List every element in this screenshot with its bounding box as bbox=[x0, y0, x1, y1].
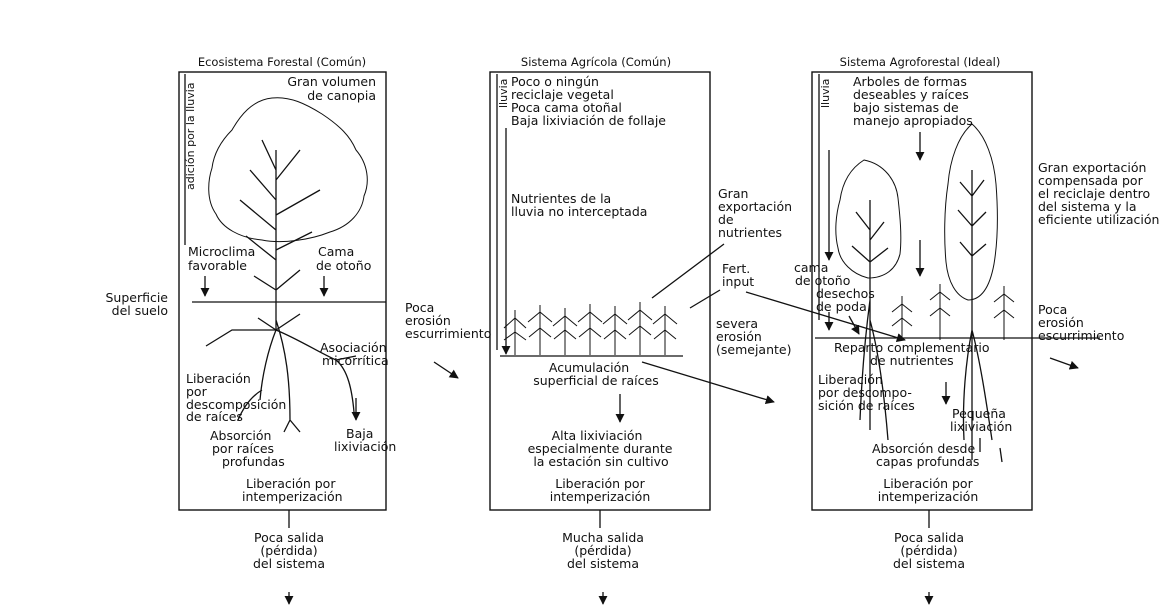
agri-title: Sistema Agrícola (Común) bbox=[521, 55, 671, 69]
svg-text:intemperización: intemperización bbox=[242, 489, 343, 504]
svg-text:eficiente utilización: eficiente utilización bbox=[1038, 212, 1159, 227]
agroforest-small-leaching-label: Pequeña lixiviación bbox=[950, 406, 1012, 434]
forest-weathering-label: Liberación por intemperización bbox=[242, 476, 343, 504]
agri-fert-pointer bbox=[690, 290, 720, 308]
agroforest-rain-label: lluvia bbox=[819, 79, 832, 108]
svg-text:escurrimiento: escurrimiento bbox=[405, 326, 491, 341]
svg-text:profundas: profundas bbox=[222, 454, 285, 469]
agroforest-root-release-label: Liberación por descompo- sición de raíce… bbox=[818, 372, 915, 413]
forest-leaching-label: Baja lixiviación bbox=[334, 426, 396, 454]
forest-canopy-label: Gran volumen de canopia bbox=[287, 74, 376, 103]
agroforest-output-label: Poca salida (pérdida) del sistema bbox=[893, 530, 965, 571]
agri-high-leaching-label: Alta lixiviación especialmente durante l… bbox=[528, 428, 673, 469]
agri-panel: Sistema Agrícola (Común) lluvia Poco o n… bbox=[490, 55, 792, 604]
agri-export-pointer bbox=[652, 244, 724, 298]
svg-text:lixiviación: lixiviación bbox=[950, 419, 1012, 434]
svg-text:la estación sin cultivo: la estación sin cultivo bbox=[533, 454, 668, 469]
forest-mycorrhiza-label: Asociación micorrítica bbox=[320, 340, 389, 368]
low-erosion-right-arrow bbox=[1050, 358, 1078, 368]
soil-surface-label: Superficie del suelo bbox=[105, 290, 168, 318]
forest-tree-trunk bbox=[240, 140, 320, 300]
svg-text:manejo apropiados: manejo apropiados bbox=[853, 113, 973, 128]
low-erosion-left-arrow bbox=[434, 362, 458, 378]
svg-text:micorrítica: micorrítica bbox=[322, 353, 389, 368]
forest-output-label: Poca salida (pérdida) del sistema bbox=[253, 530, 325, 571]
svg-text:capas profundas: capas profundas bbox=[876, 454, 979, 469]
agroforest-crops bbox=[892, 284, 1014, 340]
low-erosion-right-label: Poca erosión escurrimiento bbox=[1038, 302, 1124, 343]
svg-text:input: input bbox=[722, 274, 754, 289]
agri-rain-label: lluvia bbox=[497, 79, 510, 108]
svg-text:de nutrientes: de nutrientes bbox=[870, 353, 954, 368]
agroforest-litter-label: cama de otoño desechos de poda bbox=[794, 260, 875, 314]
svg-text:favorable: favorable bbox=[188, 258, 247, 273]
agri-severe-erosion-arrow bbox=[642, 362, 774, 402]
svg-text:de raíces: de raíces bbox=[186, 409, 243, 424]
agroforest-small-leaching-mark-2 bbox=[1000, 448, 1002, 462]
svg-text:lixiviación: lixiviación bbox=[334, 439, 396, 454]
svg-text:(semejante): (semejante) bbox=[716, 342, 791, 357]
low-erosion-left-label: Poca erosión escurrimiento bbox=[405, 300, 491, 341]
svg-text:intemperización: intemperización bbox=[878, 489, 979, 504]
svg-text:Gran volumen: Gran volumen bbox=[287, 74, 376, 89]
agri-fert-label: Fert. input bbox=[722, 261, 754, 289]
svg-text:del sistema: del sistema bbox=[253, 556, 325, 571]
agroforest-title: Sistema Agroforestal (Ideal) bbox=[840, 55, 1001, 69]
forest-litter-label: Cama de otoño bbox=[316, 244, 371, 273]
svg-text:intemperización: intemperización bbox=[550, 489, 651, 504]
agri-severe-erosion-label: severa erosión (semejante) bbox=[716, 316, 791, 357]
forest-panel: Ecosistema Forestal (Común) adición por … bbox=[179, 55, 396, 604]
svg-text:Cama: Cama bbox=[318, 244, 354, 259]
agroforest-deep-uptake-label: Absorción desde capas profundas bbox=[872, 441, 979, 469]
svg-text:escurrimiento: escurrimiento bbox=[1038, 328, 1124, 343]
svg-text:Baja lixiviación de follaje: Baja lixiviación de follaje bbox=[511, 113, 666, 128]
agri-crop-row bbox=[504, 302, 677, 355]
svg-text:de canopia: de canopia bbox=[307, 88, 376, 103]
agri-output-label: Mucha salida (pérdida) del sistema bbox=[562, 530, 644, 571]
svg-text:del sistema: del sistema bbox=[893, 556, 965, 571]
forest-tree-crown bbox=[209, 98, 368, 242]
agroforest-weathering-label: Liberación por intemperización bbox=[878, 476, 979, 504]
svg-text:del suelo: del suelo bbox=[112, 303, 168, 318]
svg-text:de poda: de poda bbox=[816, 299, 867, 314]
forest-rain-label: adición por la lluvia bbox=[184, 83, 197, 191]
big-export-label: Gran exportación compensada por el recic… bbox=[1038, 160, 1159, 227]
agri-rain-nutrients-label: Nutrientes de la lluvia no interceptada bbox=[511, 191, 647, 219]
forest-microclimate-label: Microclima favorable bbox=[188, 244, 255, 273]
svg-text:superficial de raíces: superficial de raíces bbox=[533, 373, 658, 388]
agroforest-tree-right bbox=[945, 124, 998, 300]
forest-deep-uptake-label: Absorción por raíces profundas bbox=[210, 428, 285, 469]
svg-text:del sistema: del sistema bbox=[567, 556, 639, 571]
forest-title: Ecosistema Forestal (Común) bbox=[198, 55, 366, 69]
agri-weathering-label: Liberación por intemperización bbox=[550, 476, 651, 504]
agri-export-label: Gran exportación de nutrientes bbox=[718, 186, 792, 240]
forest-root-release-label: Liberación por descomposición de raíces bbox=[186, 371, 286, 424]
svg-text:sición de raíces: sición de raíces bbox=[818, 398, 915, 413]
svg-text:Microclima: Microclima bbox=[188, 244, 255, 259]
svg-text:lluvia no interceptada: lluvia no interceptada bbox=[511, 204, 647, 219]
svg-text:de otoño: de otoño bbox=[316, 258, 371, 273]
svg-text:nutrientes: nutrientes bbox=[718, 225, 782, 240]
agri-root-accum-label: Acumulación superficial de raíces bbox=[533, 360, 658, 388]
agroforest-notes: Arboles de formas deseables y raíces baj… bbox=[853, 74, 973, 128]
agri-notes: Poco o ningún reciclaje vegetal Poca cam… bbox=[511, 74, 666, 128]
